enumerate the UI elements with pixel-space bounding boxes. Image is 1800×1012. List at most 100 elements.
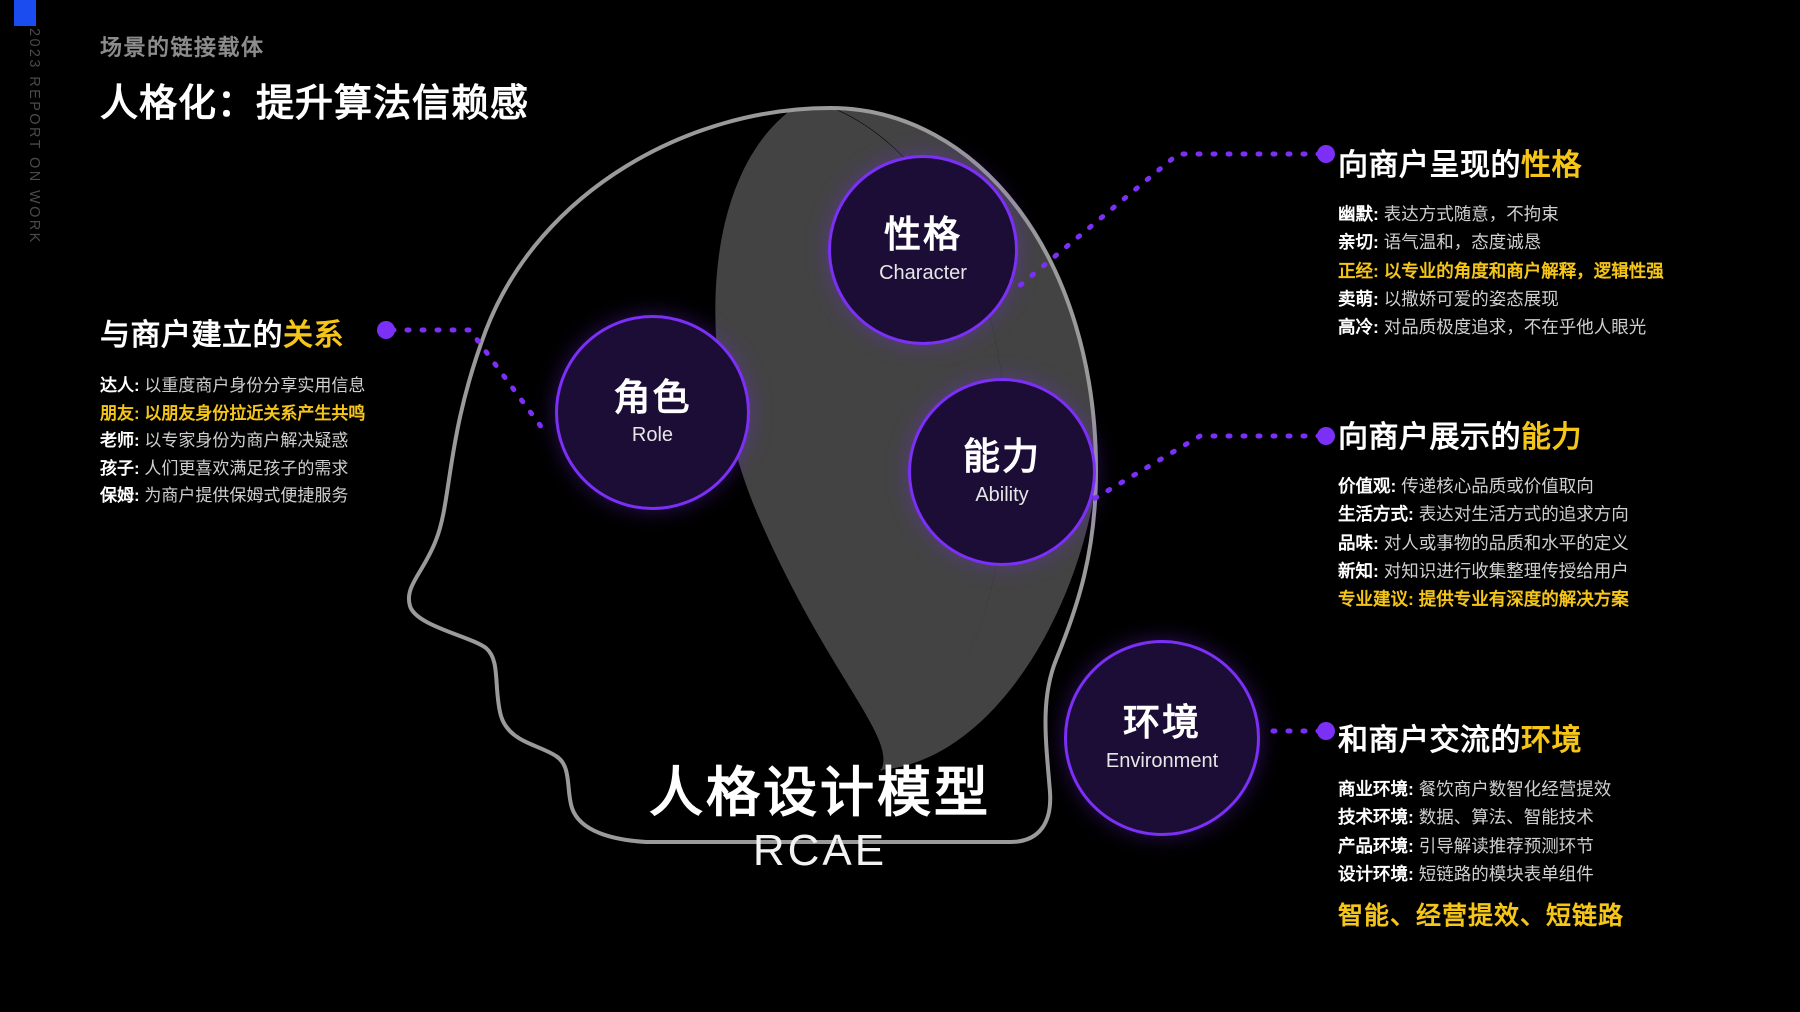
list-item: 商业环境: 餐饮商户数智化经营提效 — [1338, 775, 1624, 803]
desc: 餐饮商户数智化经营提效 — [1418, 779, 1612, 799]
list-item: 专业建议: 提供专业有深度的解决方案 — [1338, 585, 1629, 613]
desc: 人们更喜欢满足孩子的需求 — [144, 458, 349, 478]
term: 幽默: — [1338, 204, 1379, 224]
list-item: 朋友: 以朋友身份拉近关系产生共鸣 — [100, 400, 365, 428]
term: 技术环境: — [1338, 807, 1414, 828]
eyebrow-label: 场景的链接载体 — [100, 35, 265, 60]
list-item: 设计环境: 短链路的模块表单组件 — [1338, 860, 1624, 888]
desc: 对知识进行收集整理传授给用户 — [1383, 561, 1629, 582]
node-ability-cn: 能力 — [963, 436, 1041, 478]
term: 亲切: — [1338, 232, 1379, 253]
term: 正经: — [1338, 260, 1379, 281]
desc: 语气温和，态度诚恳 — [1383, 232, 1542, 253]
list-item: 亲切: 语气温和，态度诚恳 — [1338, 228, 1664, 256]
list-item: 新知: 对知识进行收集整理传授给用户 — [1338, 557, 1629, 585]
block-character: 向商户呈现的性格 幽默: 表达方式随意，不拘束 亲切: 语气温和，态度诚恳 正经… — [1338, 140, 1664, 342]
model-subtitle: RCAE — [752, 826, 888, 875]
block-environment-summary: 智能、经营提效、短链路 — [1338, 902, 1625, 931]
list-item: 达人: 以重度商户身份分享实用信息 — [100, 372, 365, 400]
connector-relation — [377, 321, 548, 435]
block-relation-title-plain: 与商户建立的 — [100, 319, 283, 352]
node-ability[interactable]: 能力 Ability — [908, 378, 1096, 566]
block-ability-title-plain: 向商户展示的 — [1338, 421, 1521, 454]
block-ability: 向商户展示的能力 价值观: 传递核心品质或价值取向 生活方式: 表达对生活方式的… — [1338, 412, 1629, 614]
desc: 数据、算法、智能技术 — [1418, 807, 1594, 828]
desc: 表达对生活方式的追求方向 — [1418, 504, 1629, 525]
term: 孩子: — [100, 458, 140, 478]
block-environment-title: 和商户交流的环境 — [1338, 715, 1624, 759]
block-relation-title-highlight: 关系 — [283, 319, 344, 352]
connector-ability — [1089, 427, 1335, 503]
desc: 提供专业有深度的解决方案 — [1418, 589, 1629, 610]
left-rail: 2023 REPORT ON WORK — [0, 0, 46, 1012]
desc: 引导解读推荐预测环节 — [1418, 835, 1594, 856]
desc: 以朋友身份拉近关系产生共鸣 — [144, 403, 366, 423]
connector-character — [1009, 145, 1335, 295]
list-item: 技术环境: 数据、算法、智能技术 — [1338, 803, 1624, 831]
list-item: 老师: 以专家身份为商户解决疑惑 — [100, 427, 365, 455]
connector-environment — [1265, 722, 1335, 740]
list-item: 孩子: 人们更喜欢满足孩子的需求 — [100, 455, 365, 483]
desc: 对人或事物的品质和水平的定义 — [1383, 532, 1629, 553]
desc: 以撒娇可爱的姿态展现 — [1383, 289, 1559, 310]
block-ability-title-highlight: 能力 — [1521, 421, 1582, 454]
desc: 对品质极度追求，不在乎他人眼光 — [1383, 317, 1647, 338]
desc: 以专家身份为商户解决疑惑 — [144, 431, 349, 451]
desc: 为商户提供保姆式便捷服务 — [144, 486, 349, 506]
node-role-cn: 角色 — [613, 376, 692, 418]
model-title: 人格设计模型 — [649, 763, 991, 823]
node-environment-cn: 环境 — [1123, 702, 1201, 744]
node-character-cn: 性格 — [884, 214, 962, 256]
block-ability-list: 价值观: 传递核心品质或价值取向 生活方式: 表达对生活方式的追求方向 品味: … — [1338, 472, 1629, 614]
head-silhouette-outline — [406, 105, 1099, 844]
list-item: 卖萌: 以撒娇可爱的姿态展现 — [1338, 285, 1664, 313]
term: 设计环境: — [1338, 864, 1414, 885]
node-character[interactable]: 性格 Character — [828, 155, 1018, 345]
list-item: 幽默: 表达方式随意，不拘束 — [1338, 200, 1664, 228]
rail-accent-mark — [14, 0, 36, 26]
term: 生活方式: — [1338, 504, 1414, 525]
block-character-title-plain: 向商户呈现的 — [1338, 149, 1521, 182]
node-role[interactable]: 角色 Role — [555, 315, 750, 510]
term: 产品环境: — [1338, 835, 1414, 856]
term: 新知: — [1338, 561, 1379, 582]
term: 卖萌: — [1338, 289, 1379, 310]
block-environment: 和商户交流的环境 商业环境: 餐饮商户数智化经营提效 技术环境: 数据、算法、智… — [1338, 715, 1624, 932]
list-item: 价值观: 传递核心品质或价值取向 — [1338, 472, 1629, 500]
node-environment[interactable]: 环境 Environment — [1064, 640, 1260, 836]
block-relation: 与商户建立的关系 达人: 以重度商户身份分享实用信息 朋友: 以朋友身份拉近关系… — [100, 310, 365, 510]
list-item: 正经: 以专业的角度和商户解释，逻辑性强 — [1338, 257, 1664, 285]
term: 商业环境: — [1338, 779, 1414, 799]
page-title: 人格化：提升算法信赖感 — [100, 83, 530, 125]
list-item: 产品环境: 引导解读推荐预测环节 — [1338, 832, 1624, 860]
block-relation-list: 达人: 以重度商户身份分享实用信息 朋友: 以朋友身份拉近关系产生共鸣 老师: … — [100, 372, 365, 510]
block-environment-title-plain: 和商户交流的 — [1338, 724, 1521, 757]
desc: 以专业的角度和商户解释，逻辑性强 — [1383, 260, 1664, 281]
list-item: 保姆: 为商户提供保姆式便捷服务 — [100, 482, 365, 510]
block-ability-title: 向商户展示的能力 — [1338, 412, 1629, 456]
block-character-title: 向商户呈现的性格 — [1338, 140, 1664, 184]
term: 价值观: — [1338, 476, 1397, 496]
term: 专业建议: — [1338, 589, 1414, 610]
term: 品味: — [1338, 532, 1379, 553]
block-environment-list: 商业环境: 餐饮商户数智化经营提效 技术环境: 数据、算法、智能技术 产品环境:… — [1338, 775, 1624, 888]
block-character-list: 幽默: 表达方式随意，不拘束 亲切: 语气温和，态度诚恳 正经: 以专业的角度和… — [1338, 200, 1664, 342]
list-item: 生活方式: 表达对生活方式的追求方向 — [1338, 500, 1629, 528]
list-item: 高冷: 对品质极度追求，不在乎他人眼光 — [1338, 313, 1664, 341]
desc: 传递核心品质或价值取向 — [1401, 476, 1594, 496]
block-character-title-highlight: 性格 — [1521, 149, 1582, 182]
desc: 短链路的模块表单组件 — [1418, 864, 1594, 885]
block-environment-title-highlight: 环境 — [1521, 724, 1582, 757]
term: 朋友: — [100, 403, 140, 423]
block-relation-title: 与商户建立的关系 — [100, 310, 365, 354]
desc: 以重度商户身份分享实用信息 — [144, 376, 366, 395]
list-item: 品味: 对人或事物的品质和水平的定义 — [1338, 529, 1629, 557]
node-ability-en: Ability — [975, 483, 1029, 506]
desc: 表达方式随意，不拘束 — [1383, 204, 1559, 224]
term: 老师: — [100, 431, 140, 451]
term: 达人: — [100, 376, 140, 395]
node-environment-en: Environment — [1105, 749, 1219, 772]
term: 保姆: — [100, 486, 140, 506]
node-character-en: Character — [879, 261, 967, 284]
